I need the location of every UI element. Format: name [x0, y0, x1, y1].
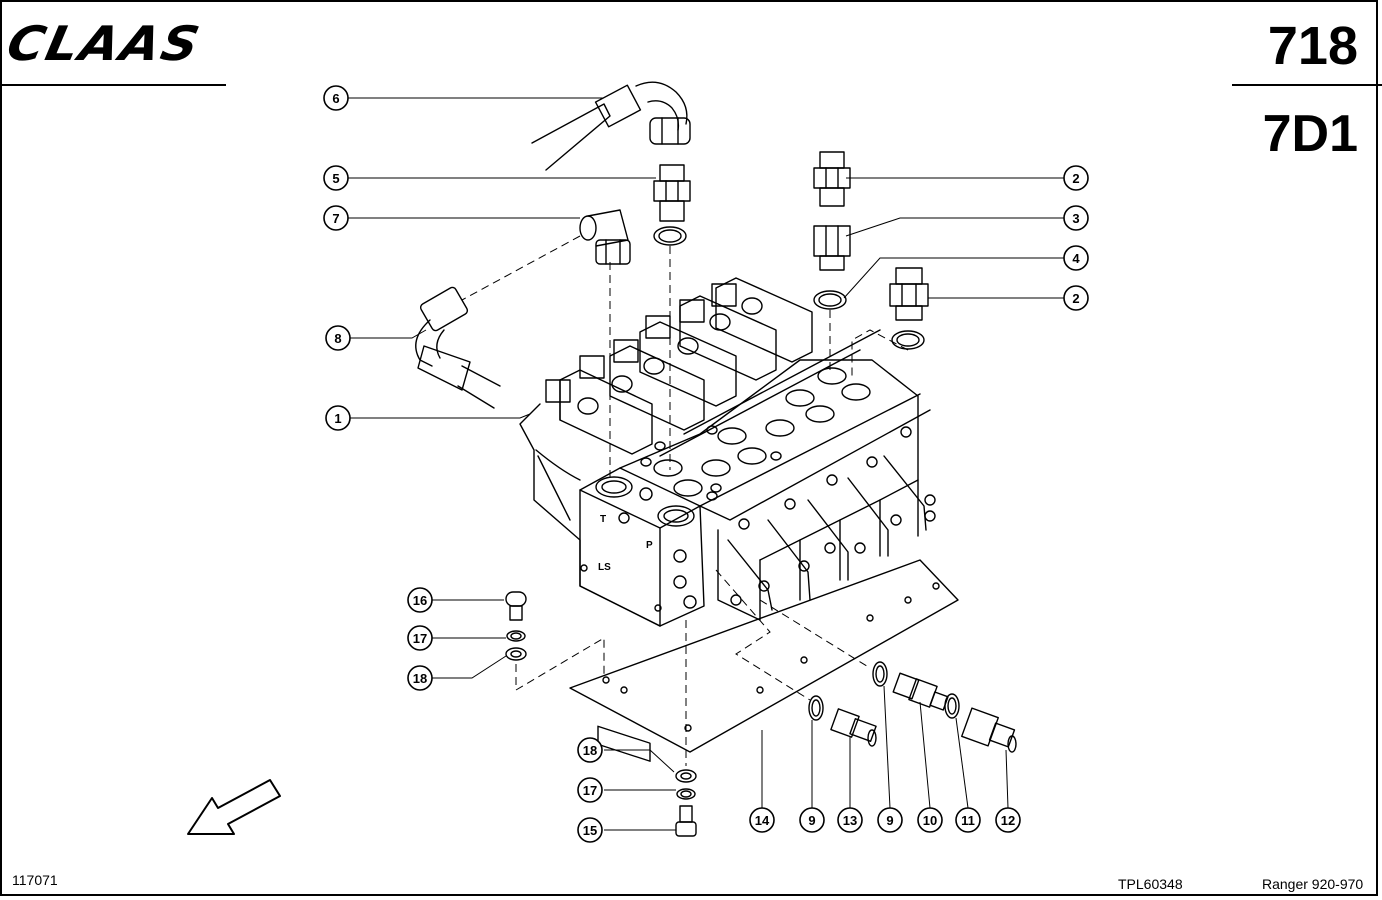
bolt-15 [675, 769, 697, 837]
callout-15: 15 [577, 817, 603, 843]
block-label-t: T [600, 514, 606, 525]
svg-text:8: 8 [334, 331, 341, 346]
svg-text:17: 17 [583, 783, 597, 798]
callout-3: 3 [1063, 205, 1089, 231]
nut-12 [961, 707, 1017, 753]
svg-text:10: 10 [923, 813, 937, 828]
valve-block-1 [519, 277, 959, 762]
svg-text:4: 4 [1072, 251, 1080, 266]
group-code: 7D1 [1262, 105, 1358, 163]
elbow-7 [579, 209, 631, 265]
callout-17-lower: 17 [577, 777, 603, 803]
figure-id: 117071 [12, 872, 58, 888]
callout-8: 8 [325, 325, 351, 351]
svg-text:18: 18 [583, 743, 597, 758]
page-number: 718 [1267, 16, 1358, 76]
callout-11: 11 [955, 807, 981, 833]
callout-10: 10 [917, 807, 943, 833]
svg-text:11: 11 [961, 813, 975, 828]
svg-text:9: 9 [886, 813, 893, 828]
svg-text:2: 2 [1072, 171, 1079, 186]
callout-13: 13 [837, 807, 863, 833]
block-label-p: P [646, 540, 653, 551]
seal-11 [944, 693, 960, 719]
svg-text:14: 14 [755, 813, 770, 828]
callout-2-upper: 2 [1063, 165, 1089, 191]
callout-14: 14 [749, 807, 775, 833]
callout-16: 16 [407, 587, 433, 613]
adapter-10 [892, 672, 949, 711]
svg-text:16: 16 [413, 593, 427, 608]
svg-text:7: 7 [332, 211, 339, 226]
plate-id: TPL60348 [1118, 876, 1183, 892]
direction-arrow-icon [187, 779, 281, 835]
nut-3 [813, 225, 851, 271]
callout-7: 7 [323, 205, 349, 231]
header-rule-left [0, 84, 226, 86]
seal-9-lower [808, 695, 824, 721]
svg-text:2: 2 [1072, 291, 1079, 306]
adapter-5 [653, 164, 691, 246]
seal-9-upper [872, 661, 888, 687]
svg-text:1: 1 [334, 411, 341, 426]
block-label-ls: LS [598, 562, 611, 573]
callout-5: 5 [323, 165, 349, 191]
svg-text:5: 5 [332, 171, 339, 186]
svg-text:18: 18 [413, 671, 427, 686]
callout-17-upper: 17 [407, 625, 433, 651]
callout-18-upper: 18 [407, 665, 433, 691]
callout-4: 4 [1063, 245, 1089, 271]
callout-2-lower: 2 [1063, 285, 1089, 311]
fitting-2-top [813, 151, 851, 207]
adapter-13 [830, 708, 877, 747]
callout-18-lower: 18 [577, 737, 603, 763]
bolt-16 [505, 591, 527, 661]
hose-6 [531, 81, 691, 171]
svg-text:3: 3 [1072, 211, 1079, 226]
callout-9-right: 9 [877, 807, 903, 833]
callout-1: 1 [325, 405, 351, 431]
callout-9-left: 9 [799, 807, 825, 833]
svg-text:15: 15 [583, 823, 597, 838]
seal-4 [813, 290, 847, 310]
model-name: Ranger 920-970 [1262, 876, 1364, 892]
svg-text:6: 6 [332, 91, 339, 106]
header-rule-right [1232, 84, 1382, 86]
svg-text:13: 13 [843, 813, 857, 828]
svg-text:17: 17 [413, 631, 427, 646]
callout-6: 6 [323, 85, 349, 111]
fitting-2-lower [889, 267, 929, 350]
callout-12: 12 [995, 807, 1021, 833]
svg-text:9: 9 [808, 813, 815, 828]
callouts: 6 5 7 8 1 2 3 4 2 16 17 18 18 17 15 14 9… [323, 85, 1089, 843]
hose-8 [415, 286, 501, 409]
svg-text:12: 12 [1001, 813, 1015, 828]
